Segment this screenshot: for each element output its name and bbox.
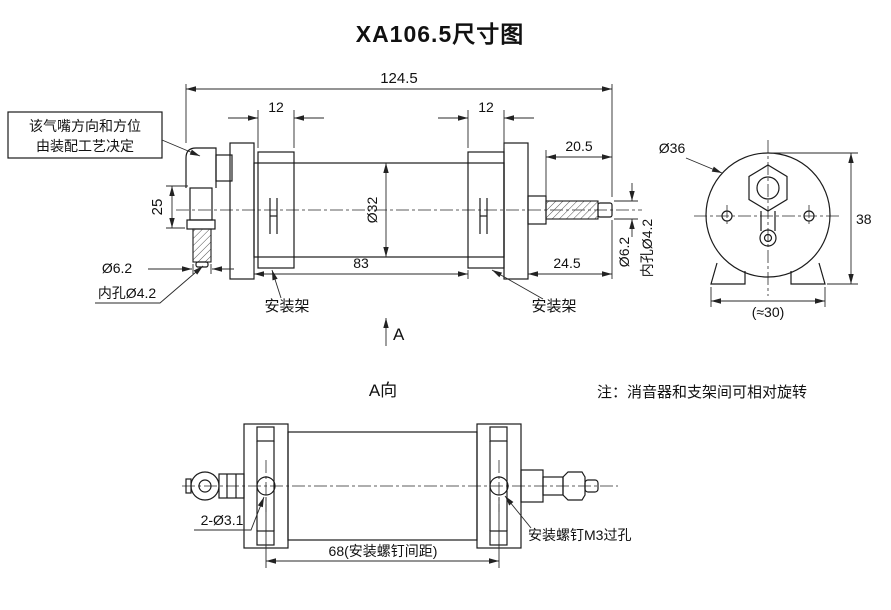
muffler-nozzle-bottom <box>520 469 599 503</box>
dim-bracket-left-width: 12 <box>228 99 324 148</box>
callout-border <box>7 111 163 159</box>
dim-left-nozzle-od-text: Ø6.2 <box>102 260 133 276</box>
mounting-bracket-right <box>467 151 505 269</box>
dim-left-nozzle-bore: 内孔Ø4.2 <box>95 265 204 304</box>
bottom-view: A向 注：消音器和支架间可相对旋转 <box>182 381 807 568</box>
rotation-note: 注：消音器和支架间可相对旋转 <box>597 384 807 401</box>
end-view-body-circle <box>705 152 831 278</box>
dim-screw-spacing: 68(安装螺钉间距) <box>265 497 500 568</box>
air-nozzle-end <box>185 471 245 501</box>
dim-pipe-length-text: 25 <box>149 199 166 216</box>
drawing-title: XA106.5尺寸图 <box>356 21 525 47</box>
dim-end-height-text: 38 <box>856 211 872 227</box>
dim-nozzle-length: 24.5 <box>528 220 613 279</box>
foot-left <box>710 262 746 285</box>
bracket-label-left: 安装架 <box>264 269 310 315</box>
dim-overall-text: 124.5 <box>380 70 418 87</box>
callout-box: 该气嘴方向和方位 由装配工艺决定 <box>7 111 201 159</box>
dim-left-nozzle-od: Ø6.2 <box>102 260 234 276</box>
view-a-letter: A <box>393 325 405 344</box>
dim-body-length: 83 <box>253 255 469 279</box>
right-flange <box>503 142 529 280</box>
dim-right-nozzle-od-text: Ø6.2 <box>616 237 632 268</box>
dim-foot-width: (≈30) <box>710 287 826 320</box>
dim-mounting-holes: 2-Ø3.1 <box>194 496 265 531</box>
end-view: Ø36 38 (≈30) <box>659 140 872 320</box>
dim-foot-width-text: (≈30) <box>752 304 785 320</box>
bottom-view-title: A向 <box>369 381 397 400</box>
dim-overall-length: 124.5 <box>185 70 613 197</box>
dim-screw-spacing-text: 68(安装螺钉间距) <box>329 543 438 559</box>
view-a-indicator: A <box>383 318 405 346</box>
dim-nozzle-length-text: 24.5 <box>553 255 580 271</box>
dim-nozzle-exposed-text: 20.5 <box>565 138 592 154</box>
screw-hole-label-text: 安装螺钉M3过孔 <box>528 527 631 543</box>
mounting-bracket-left <box>257 151 295 269</box>
dim-pipe-length: 25 <box>149 185 188 229</box>
callout-line2: 由装配工艺决定 <box>36 138 134 154</box>
callout-line1: 该气嘴方向和方位 <box>29 118 141 134</box>
bracket-label-right: 安装架 <box>491 269 577 315</box>
screw-hole-label: 安装螺钉M3过孔 <box>504 495 631 543</box>
dim-mounting-holes-text: 2-Ø3.1 <box>201 512 244 528</box>
left-flange <box>229 142 255 280</box>
foot-right <box>790 262 826 285</box>
bracket-label-right-text: 安装架 <box>531 298 576 315</box>
dim-bracket-left-text: 12 <box>268 99 284 115</box>
dim-bracket-right-width: 12 <box>438 99 534 148</box>
dim-body-diameter-text: Ø32 <box>364 197 380 224</box>
muffler-nozzle <box>527 195 613 225</box>
dim-end-height: 38 <box>772 152 872 285</box>
dim-left-nozzle-bore-text: 内孔Ø4.2 <box>98 285 157 301</box>
dim-end-diameter: Ø36 <box>659 140 723 174</box>
dim-right-nozzle-od: Ø6.2 <box>614 183 638 267</box>
callout-leader <box>161 139 201 157</box>
dim-bracket-right-text: 12 <box>478 99 494 115</box>
main-side-view: 124.5 12 12 20.5 Ø32 <box>95 70 655 346</box>
dim-right-nozzle-bore-text: 内孔Ø4.2 <box>639 219 655 278</box>
dim-body-length-text: 83 <box>353 255 369 271</box>
elbow-air-nozzle <box>185 147 233 268</box>
dim-body-diameter: Ø32 <box>364 163 389 257</box>
dim-nozzle-exposed: 20.5 <box>545 138 612 196</box>
hex-fitting <box>748 164 788 212</box>
dim-end-diameter-text: Ø36 <box>659 140 686 156</box>
bracket-label-left-text: 安装架 <box>264 298 309 315</box>
